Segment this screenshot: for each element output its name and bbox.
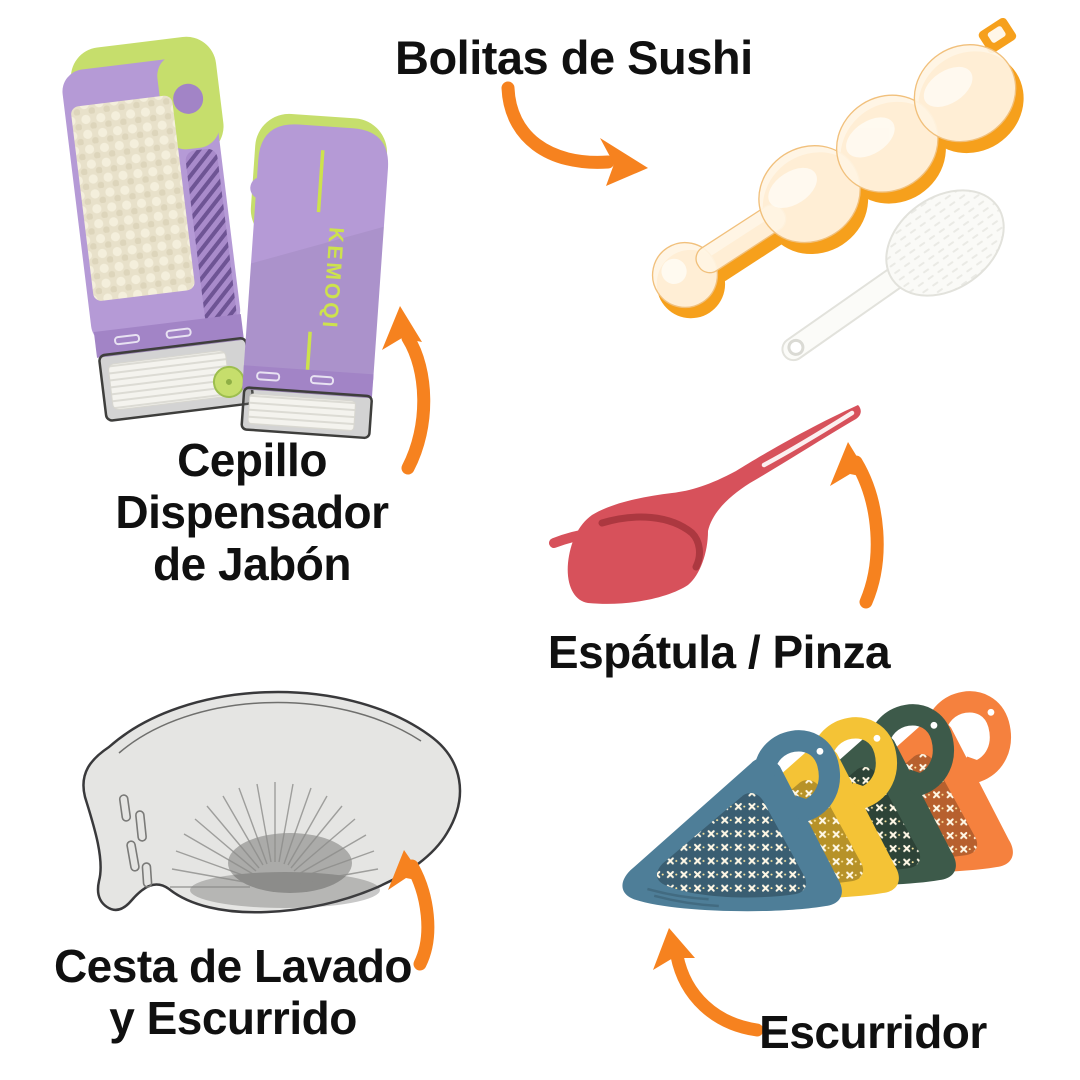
strainer-label: Escurridor [759,1006,987,1058]
soap-brush-label-line3: de Jabón [153,538,351,590]
basket-spout-slots [118,794,153,888]
rice-ball-mold [651,17,1024,319]
mold-lid [651,44,1017,309]
basket-body [82,690,462,914]
rice-paddle [781,189,1005,362]
paddle-hang-hole [787,338,805,356]
brush-bristles [71,95,195,301]
soap-brush-back-view: KEMOQI [240,113,389,440]
tong-slit [761,410,855,468]
sushi-maker-label: Bolitas de Sushi [395,31,753,84]
spatula-label: Espátula / Pinza [547,626,891,678]
basket-drain-ribs [170,782,379,888]
basket-label-line1: Cesta de Lavado [53,940,413,992]
soap-brush-image: KEMOQI [62,36,389,440]
basket-label-line2: y Escurrido [109,992,357,1044]
rinse-basket-image [82,690,462,914]
spatula-body [567,405,861,604]
soap-brush-front-view [62,36,255,422]
arrow-to-basket-icon [388,850,435,971]
soap-brush-label-line2: Dispensador [115,486,389,538]
swan-strainers-image [610,675,1050,930]
basket-label: Cesta de Lavado y Escurrido [53,940,413,1044]
sushi-maker-image [651,17,1024,362]
arrow-to-soap-brush-icon [382,306,431,475]
arrow-to-spatula-icon [830,442,884,609]
arrow-to-strainer-icon [653,928,764,1037]
arrow-to-sushi-maker-icon [501,81,648,186]
spatula-tongs-image [549,405,861,604]
soap-brush-label: Cepillo Dispensador de Jabón [72,434,432,590]
soap-brush-label-line1: Cepillo [177,434,327,486]
